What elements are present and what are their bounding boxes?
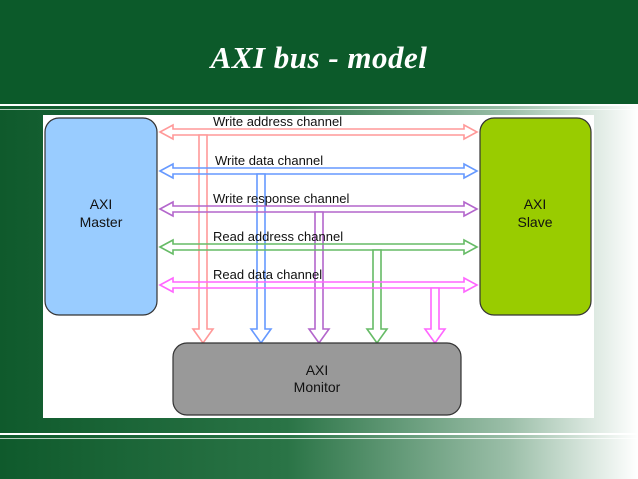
axi-slave-label-line2: Slave [517, 214, 552, 230]
monitor-tap-arrow-4 [365, 249, 389, 345]
axi-master-label-line2: Master [80, 214, 123, 230]
axi-model-diagram: AXI Master AXI Slave AXI Monitor Write a… [44, 115, 592, 416]
axi-slave-label-line1: AXI [524, 196, 547, 212]
slide-title: AXI bus - model [210, 40, 428, 75]
monitor-tap-arrow-1 [191, 134, 215, 345]
axi-monitor-label-line1: AXI [306, 362, 329, 378]
monitor-tap-arrow-3 [307, 211, 331, 345]
channel-label-2: Write data channel [215, 153, 323, 168]
channel-arrow-2 [158, 162, 479, 180]
axi-monitor-box [172, 342, 462, 416]
monitor-tap-arrow-2 [249, 173, 273, 345]
footer-divider-thin [0, 438, 638, 439]
slide-header: AXI bus - model [0, 0, 638, 104]
diagram-panel: AXI Master AXI Slave AXI Monitor Write a… [43, 115, 594, 418]
header-divider-thin [0, 109, 638, 110]
header-divider [0, 104, 638, 106]
footer-divider [0, 433, 638, 435]
channel-label-5: Read data channel [213, 267, 322, 282]
monitor-tap-arrow-5 [423, 287, 447, 345]
channel-arrow-3 [158, 200, 479, 218]
axi-monitor-label-line2: Monitor [294, 379, 341, 395]
channel-label-1: Write address channel [213, 115, 342, 129]
axi-master-box [44, 117, 158, 316]
channel-arrow-5 [158, 276, 479, 294]
channel-label-3: Write response channel [213, 191, 349, 206]
channel-arrow-1 [158, 123, 479, 141]
axi-slave-box [479, 117, 592, 316]
channel-label-4: Read address channel [213, 229, 343, 244]
channel-arrows [158, 123, 479, 345]
axi-master-label-line1: AXI [90, 196, 113, 212]
channel-arrow-4 [158, 238, 479, 256]
